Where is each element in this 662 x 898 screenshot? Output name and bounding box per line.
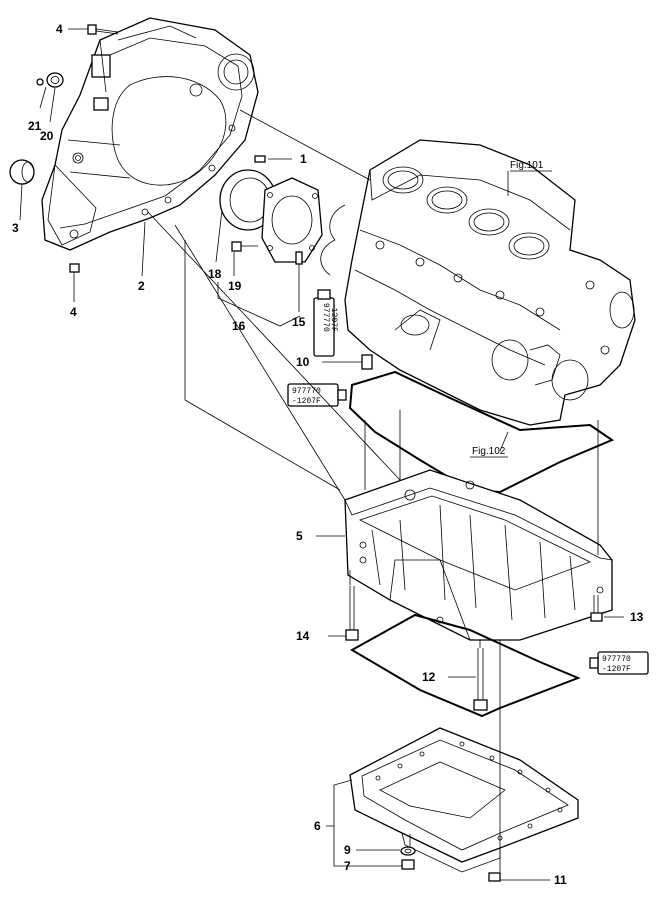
callout-10: 10 xyxy=(296,355,310,369)
callout-12: 13 xyxy=(630,610,644,624)
callout-14: 14 xyxy=(296,629,310,643)
tube-left-line1: 977770 xyxy=(292,387,321,396)
seal-retainer xyxy=(261,177,323,263)
dowel-15 xyxy=(295,251,303,265)
callout-3: 3 xyxy=(12,221,19,235)
drain-plug-7 xyxy=(401,859,415,870)
callout-18: 18 xyxy=(208,267,222,281)
sealant-tube-right: 977770 -1207F xyxy=(589,651,649,675)
callout-20: 20 xyxy=(40,129,54,143)
bolt-12 xyxy=(590,595,603,622)
sealant-tube-left: 977770 -1207F xyxy=(287,383,347,407)
callout-9: 9 xyxy=(344,843,351,857)
bolt-4-bottom xyxy=(69,263,80,284)
cylinder-block xyxy=(344,139,636,426)
callout-7: 7 xyxy=(344,859,351,873)
oil-pan-upper-gasket xyxy=(348,370,615,494)
tube-label-line1: 977770 xyxy=(321,303,330,332)
alignment-lines xyxy=(147,109,599,872)
plug-20 xyxy=(46,72,64,88)
callout-labels: 4 1 3 2 4 21 20 18 19 15 16 10 5 14 13 1… xyxy=(12,22,644,887)
callout-5: 5 xyxy=(296,529,303,543)
callout-16: 16 xyxy=(232,319,246,333)
tube-left-line2: -1207F xyxy=(292,397,321,406)
callout-21: 21 xyxy=(28,119,42,133)
fig-ref-102: Fig.102 xyxy=(472,446,506,457)
callout-2: 2 xyxy=(138,279,145,293)
bush-10 xyxy=(361,354,373,370)
callout-15: 15 xyxy=(292,315,306,329)
washer-21 xyxy=(36,78,44,86)
bolt-4-top xyxy=(87,24,119,35)
oil-pan-lower-gasket xyxy=(349,613,581,718)
callout-6: 6 xyxy=(314,819,321,833)
sealant-bead xyxy=(320,204,346,276)
fig-ref-101: Fig.101 xyxy=(510,160,544,171)
callout-4-bottom: 4 xyxy=(70,305,77,319)
cap-3 xyxy=(9,159,35,185)
sealant-tube-vertical: 977770 -1207F xyxy=(313,289,338,357)
callout-13: 12 xyxy=(422,670,436,684)
callout-1: 1 xyxy=(300,152,307,166)
bolt-11 xyxy=(488,872,501,882)
flywheel-housing xyxy=(41,17,259,251)
bolt-13 xyxy=(473,648,488,711)
bolt-14 xyxy=(345,586,359,641)
oil-pan-housing xyxy=(344,469,613,641)
oil-pan xyxy=(349,727,579,873)
callout-11: 11 xyxy=(554,873,567,887)
dowel-1 xyxy=(254,155,266,163)
bolt-19 xyxy=(231,241,258,252)
callout-4-top: 4 xyxy=(56,22,63,36)
tube-label-line2: -1207F xyxy=(329,303,338,332)
leader-lines xyxy=(19,28,624,881)
washer-9 xyxy=(400,846,416,856)
callout-19: 19 xyxy=(228,279,242,293)
tube-right-line2: -1207F xyxy=(602,665,631,674)
tube-right-line1: 977770 xyxy=(602,655,631,664)
